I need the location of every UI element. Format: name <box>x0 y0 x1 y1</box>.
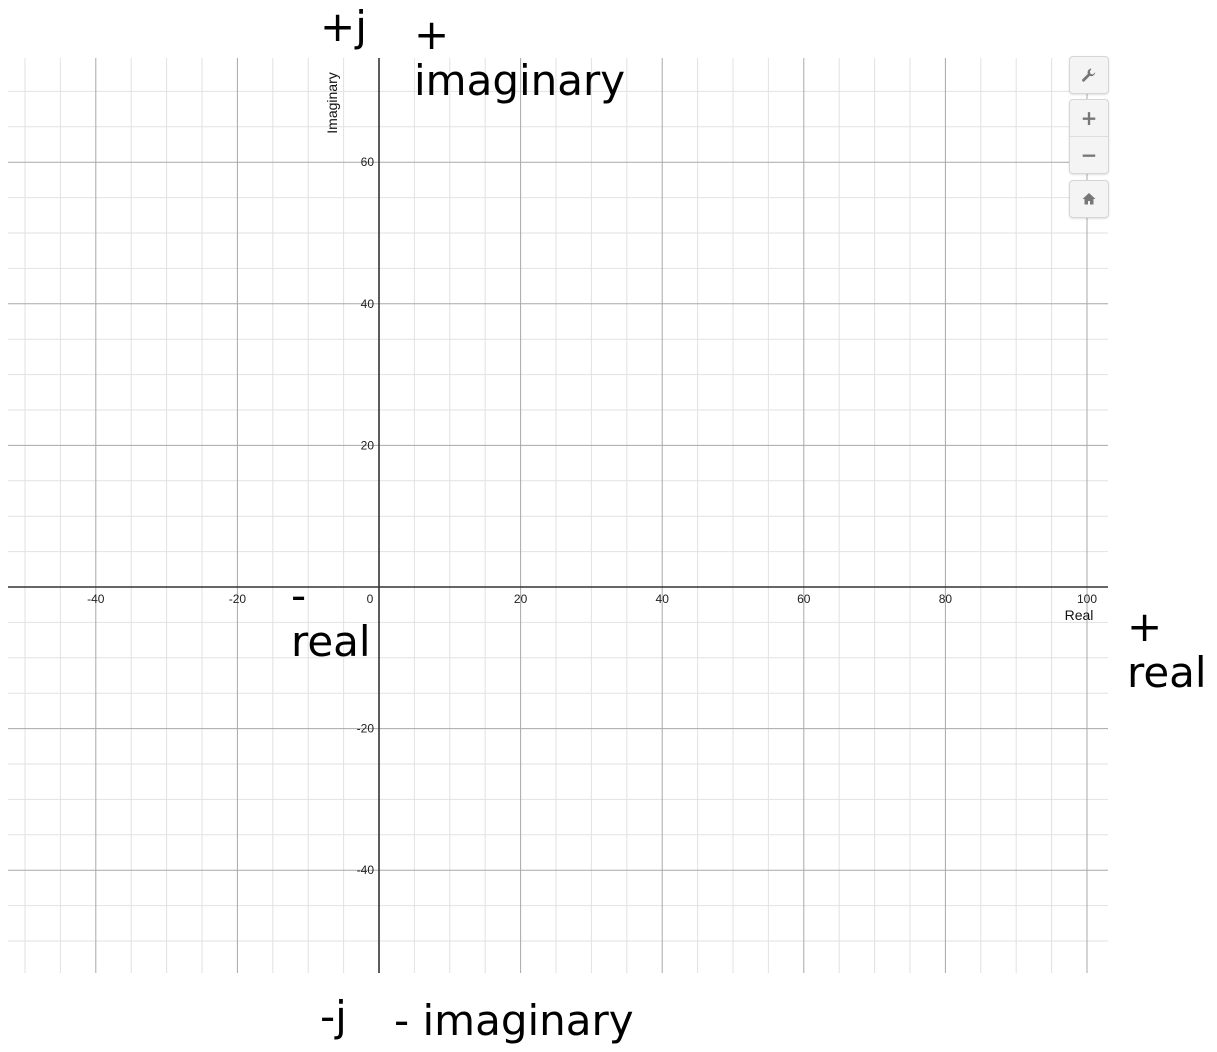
x-tick-label: 20 <box>514 592 528 606</box>
y-tick-label: 20 <box>361 438 375 452</box>
settings-control <box>1069 56 1109 94</box>
y-tick-label: 60 <box>361 155 375 169</box>
y-tick-label: 40 <box>361 297 375 311</box>
minor-gridlines <box>8 58 1108 973</box>
major-gridlines <box>8 58 1108 973</box>
x-tick-label: -40 <box>87 592 105 606</box>
axes <box>8 58 1108 973</box>
y-tick-label: -40 <box>357 863 375 877</box>
x-tick-label: 0 <box>367 592 374 606</box>
annotation-plus-j: +j <box>320 2 367 51</box>
annotation-minus-j: -j <box>320 992 347 1041</box>
y-tick-label: -20 <box>357 722 375 736</box>
annotation-minus-imaginary: - imaginary <box>394 996 634 1045</box>
wrench-icon <box>1082 68 1096 82</box>
zoom-controls: + − <box>1069 99 1109 174</box>
home-control <box>1069 180 1109 218</box>
x-tick-label: 60 <box>797 592 811 606</box>
tick-labels: -40 -20 0 20 40 60 80 100 -40 -20 20 40 60 <box>87 155 1097 877</box>
zoom-out-button[interactable]: − <box>1070 136 1108 173</box>
x-axis-label: Real <box>1065 607 1094 623</box>
zoom-in-button[interactable]: + <box>1080 106 1098 130</box>
home-button[interactable] <box>1070 181 1108 217</box>
x-tick-label: 80 <box>939 592 953 606</box>
y-axis-label: Imaginary <box>324 72 340 133</box>
annotation-minus-real: - real <box>291 571 371 666</box>
x-tick-label: 100 <box>1077 592 1097 606</box>
annotation-plus-imaginary: + imaginary <box>414 10 626 105</box>
settings-button[interactable] <box>1070 57 1108 93</box>
annotation-plus-real: + real <box>1127 602 1207 697</box>
x-tick-label: 40 <box>656 592 670 606</box>
x-tick-label: -20 <box>229 592 247 606</box>
home-icon <box>1082 193 1096 205</box>
